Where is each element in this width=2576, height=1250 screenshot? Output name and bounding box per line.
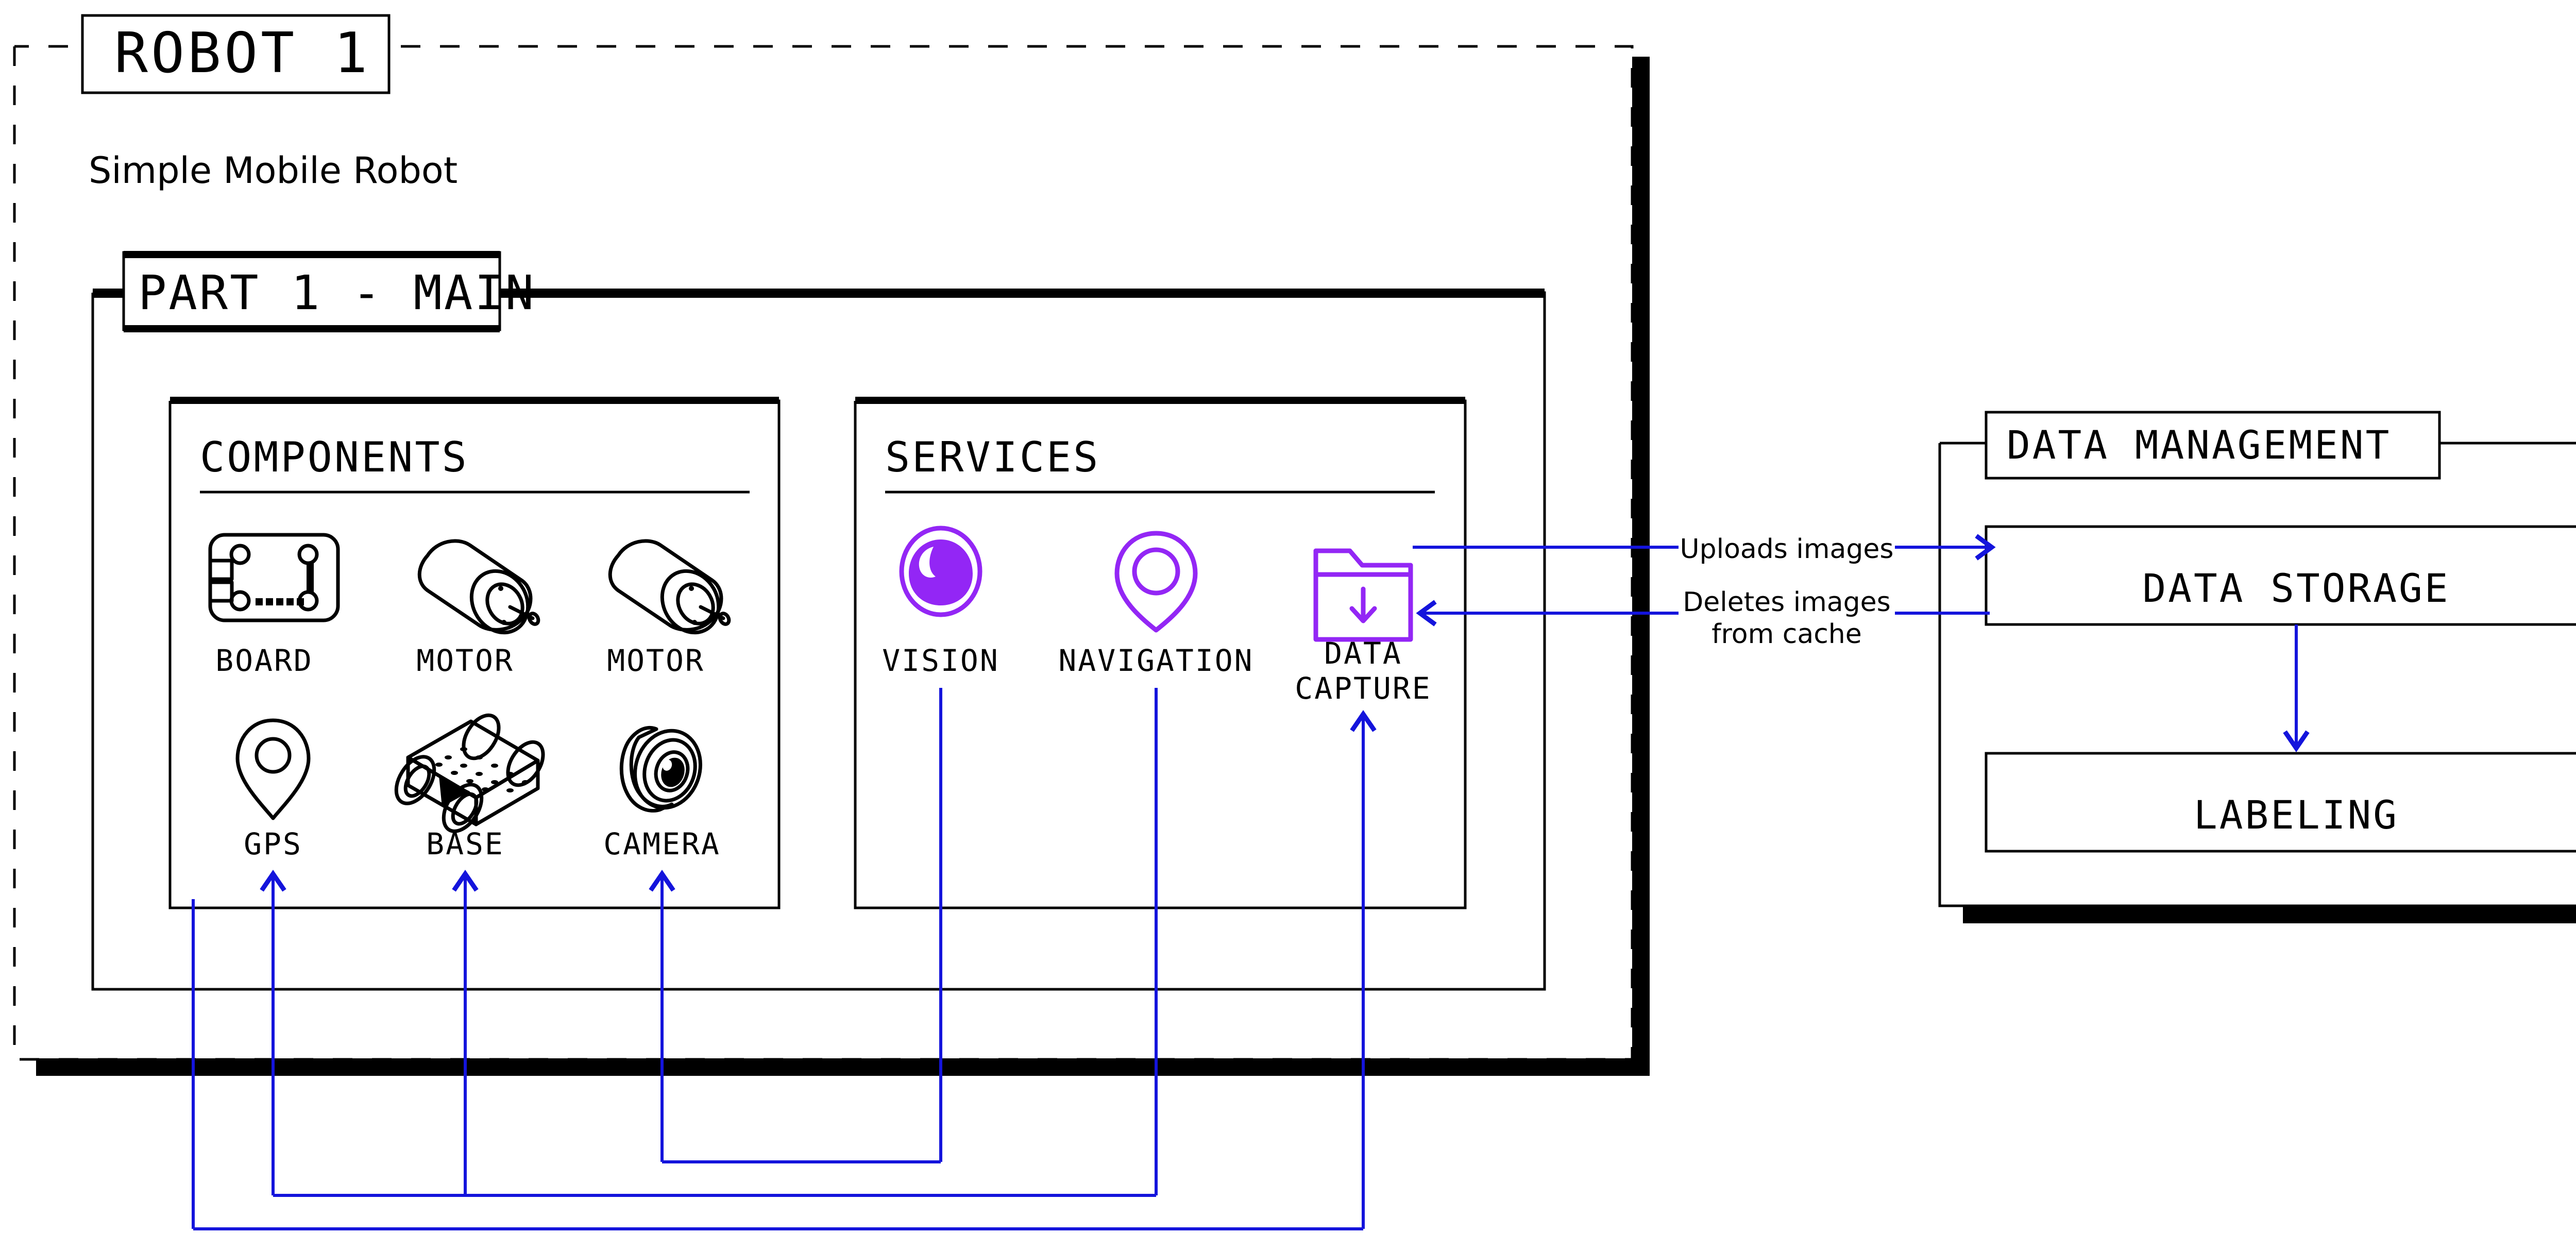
connector-deletes-images: Deletes images from cache	[1416, 587, 1990, 650]
part-main-border	[91, 291, 1546, 991]
robot-title-plate: ROBOT 1	[81, 14, 391, 94]
component-board-label: BOARD	[215, 643, 313, 678]
connector-uploads-images-label: Uploads images	[1680, 534, 1894, 565]
part-main-title-top-rule	[124, 251, 500, 258]
component-motor-1-label: MOTOR	[416, 643, 514, 678]
data-storage-label: DATA STORAGE	[2142, 565, 2450, 611]
connector-deletes-images-label-line1: Deletes images	[1683, 587, 1891, 618]
service-data-capture-label-line2: CAPTURE	[1295, 671, 1431, 706]
component-board[interactable]: BOARD	[208, 533, 340, 678]
part-main-title-bottom-rule	[124, 325, 500, 332]
data-management-shadow-bottom	[1963, 906, 2576, 923]
wire-vision-to-camera	[649, 688, 942, 1163]
services-panel-border	[854, 399, 1467, 909]
part-main-title: PART 1 - MAIN	[138, 265, 536, 320]
components-panel-border	[168, 399, 781, 909]
robot-dashed-border	[13, 45, 1634, 1061]
robot-subtitle: Simple Mobile Robot	[89, 149, 457, 192]
robot-shadow-right	[1632, 57, 1650, 1076]
robot-title: ROBOT 1	[114, 21, 370, 86]
wire-data-capture-to-board	[192, 710, 1377, 1230]
service-data-capture[interactable]: DATA CAPTURE	[1295, 548, 1431, 706]
labeling-label: LABELING	[2194, 792, 2399, 838]
services-heading: SERVICES	[885, 433, 1100, 481]
service-component-wiring	[192, 688, 1377, 1230]
data-management-group: DATA MANAGEMENT DATA STORAGE LABELING	[1938, 411, 2576, 923]
component-base-label: BASE	[426, 826, 504, 862]
service-data-capture-label-line1: DATA	[1324, 636, 1402, 671]
part-main-group: PART 1 - MAIN	[91, 251, 1546, 991]
robot-boundary-group	[13, 45, 1650, 1076]
component-motor-1[interactable]: MOTOR	[416, 539, 540, 678]
component-gps[interactable]: GPS	[235, 718, 311, 862]
component-base[interactable]: BASE	[388, 709, 550, 862]
component-motor-2-label: MOTOR	[607, 643, 705, 678]
labeling-block[interactable]: LABELING	[1985, 752, 2576, 853]
folder-download-icon	[1313, 548, 1413, 642]
robot-title-box	[81, 14, 391, 94]
services-panel: SERVICES VISION NAVIGATION	[854, 397, 1467, 909]
component-gps-label: GPS	[244, 826, 302, 862]
components-heading: COMPONENTS	[200, 433, 469, 481]
components-panel: COMPONENTS BOARD	[168, 397, 781, 909]
eye-icon	[899, 526, 982, 617]
connector-uploads-images: Uploads images	[1413, 534, 1996, 565]
part-main-title-box	[122, 251, 501, 331]
component-camera-label: CAMERA	[603, 826, 721, 862]
motor-icon	[417, 539, 540, 635]
storage-to-labeling-arrow	[2283, 624, 2310, 752]
data-management-title: DATA MANAGEMENT	[2007, 422, 2391, 468]
data-storage-block[interactable]: DATA STORAGE	[1985, 525, 2576, 626]
service-vision-label: VISION	[882, 643, 999, 678]
map-pin-icon	[1114, 531, 1198, 633]
robot-base-icon	[394, 713, 545, 833]
component-camera[interactable]: CAMERA	[603, 722, 721, 862]
robot-shadow-bottom	[36, 1058, 1650, 1076]
service-vision[interactable]: VISION	[882, 526, 999, 678]
camera-lens-icon	[619, 725, 702, 813]
connector-deletes-images-label-line2: from cache	[1711, 619, 1862, 650]
map-pin-icon	[235, 718, 311, 820]
service-navigation-label: NAVIGATION	[1058, 643, 1253, 678]
wire-navigation-to-gps	[260, 870, 465, 1197]
labeling-box	[1985, 752, 2576, 853]
motor-icon	[608, 539, 731, 635]
circuit-board-icon	[208, 533, 340, 622]
wire-navigation-to-base	[452, 688, 1158, 1197]
data-management-title-box	[1985, 411, 2441, 480]
component-motor-2[interactable]: MOTOR	[607, 539, 731, 678]
service-navigation[interactable]: NAVIGATION	[1058, 531, 1253, 678]
